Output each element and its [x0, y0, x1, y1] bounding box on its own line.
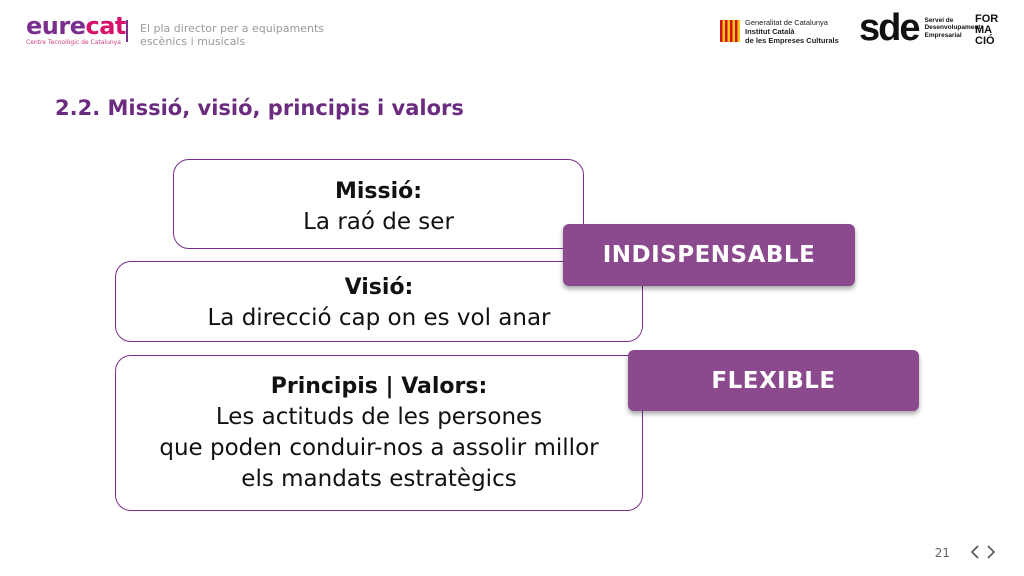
page-number: 21 — [934, 546, 950, 560]
eurecat-logo-wordmark: eurecat — [26, 14, 126, 38]
visio-heading: Visió: — [344, 275, 414, 300]
header-subtitle-line2: escènics i musicals — [140, 35, 246, 48]
sde-logo-line2: Desenvolupament — [924, 24, 981, 32]
gencat-logo: Generalitat de Catalunya Institut Català… — [720, 17, 850, 45]
gencat-logo-line2: Institut Català — [745, 26, 795, 36]
formacio-logo-line3: CIÓ — [975, 35, 995, 47]
indispensable-tag: INDISPENSABLE — [563, 224, 855, 286]
missio-heading: Missió: — [334, 179, 423, 204]
visio-text: La direcció cap on es vol anar — [207, 305, 551, 331]
header-subtitle: El pla director per a equipaments escèni… — [140, 22, 360, 48]
previous-slide-button[interactable] — [968, 541, 982, 563]
section-title: 2.2. Missió, visió, principis i valors — [55, 96, 464, 120]
chevron-left-icon — [970, 545, 979, 559]
formacio-logo-line2: MA — [975, 24, 993, 36]
formacio-logo: FOR MA CIÓ — [975, 14, 1015, 47]
sde-logo: sde Servei de Desenvolupament Empresaria… — [859, 7, 980, 49]
chevron-right-icon — [987, 545, 996, 559]
missio-text: La raó de ser — [303, 209, 454, 235]
formacio-logo-line1: FOR — [975, 13, 999, 25]
visio-box: Visió: La direcció cap on es vol anar — [115, 261, 643, 342]
gencat-logo-line1: Generalitat de Catalunya — [745, 17, 828, 27]
flexible-tag: FLEXIBLE — [628, 350, 919, 411]
sde-logo-mark: sde — [859, 7, 921, 49]
eurecat-logo: eurecat Centre Tecnològic de Catalunya — [26, 14, 126, 48]
eurecat-logo-tagline: Centre Tecnològic de Catalunya — [26, 39, 121, 46]
missio-box: Missió: La raó de ser — [173, 159, 584, 249]
principis-text-line2: que poden conduir-nos a assolir millor — [159, 435, 599, 461]
senyera-icon — [720, 20, 740, 42]
gencat-logo-line3: de les Empreses Culturals — [745, 35, 839, 45]
header-subtitle-line1: El pla director per a equipaments — [140, 22, 324, 35]
principis-text-line1: Les actituds de les persones — [215, 404, 543, 430]
sde-logo-line1: Servei de — [924, 16, 954, 24]
header-separator — [126, 20, 128, 42]
next-slide-button[interactable] — [984, 541, 998, 563]
principis-heading: Principis | Valors: — [270, 374, 488, 399]
principis-valors-box: Principis | Valors: Les actituds de les … — [115, 355, 643, 511]
sde-logo-line3: Empresarial — [924, 31, 962, 39]
eurecat-logo-part1: eure — [26, 12, 86, 40]
principis-text-line3: els mandats estratègics — [241, 466, 517, 492]
eurecat-logo-part2: cat — [85, 12, 126, 40]
